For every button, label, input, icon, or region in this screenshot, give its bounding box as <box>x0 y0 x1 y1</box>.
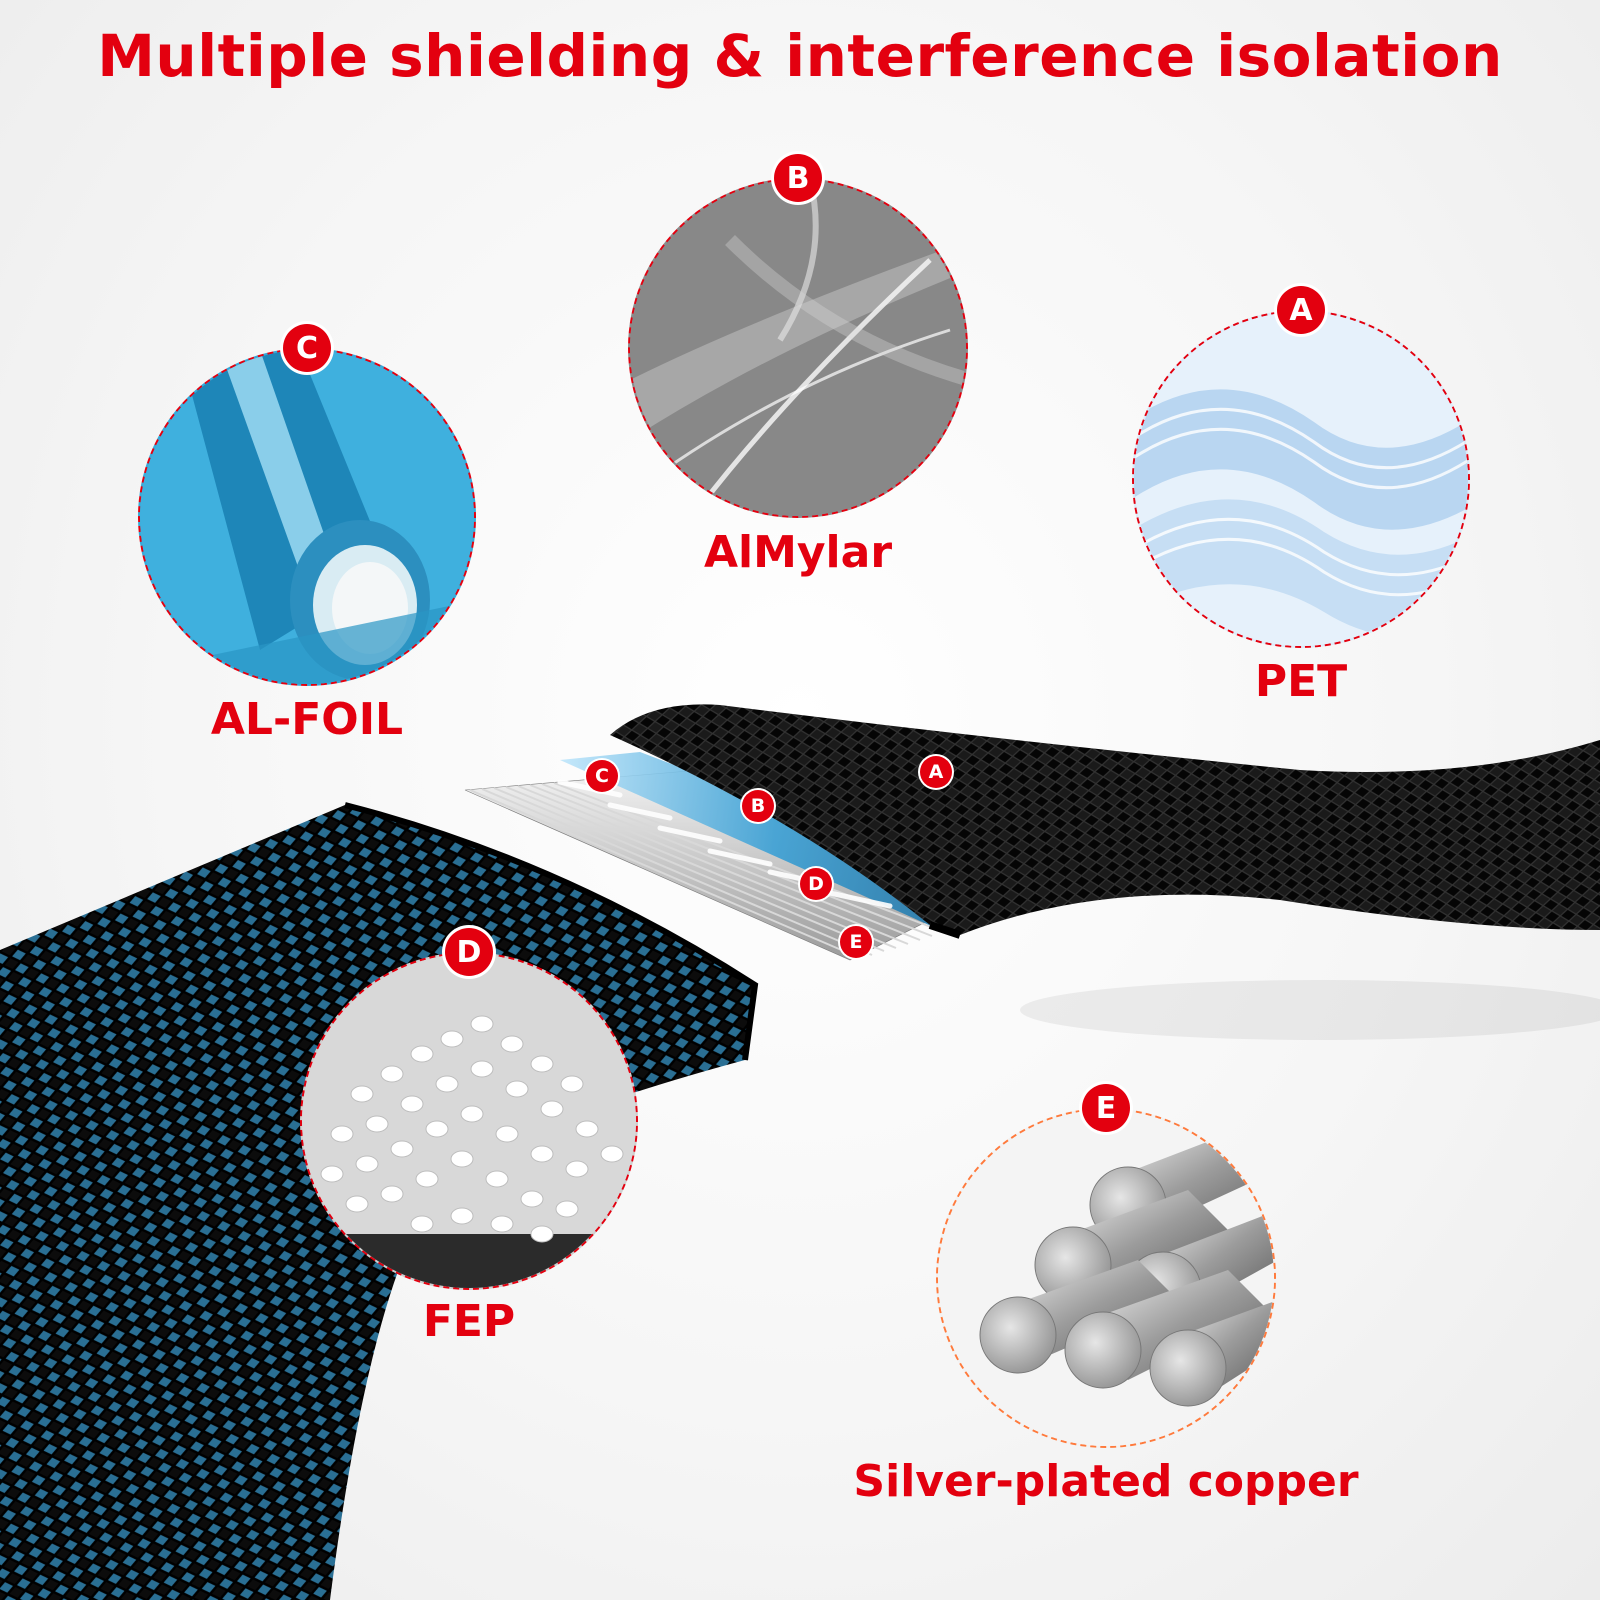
alfoil-label: AL-FOIL <box>210 694 404 745</box>
copper-badge: E <box>1082 1084 1130 1132</box>
fep-badge: D <box>445 928 493 976</box>
cable-marker-a: A <box>920 756 952 788</box>
alfoil-circle <box>138 348 476 686</box>
fep-circle <box>300 952 638 1290</box>
pellets-illustration-icon <box>302 954 636 1288</box>
pet-badge: A <box>1277 286 1325 334</box>
almylar-badge: B <box>774 154 822 202</box>
foil-roll-illustration-icon <box>140 350 474 684</box>
copper-circle <box>936 1108 1276 1448</box>
almylar-circle <box>628 178 968 518</box>
pet-braid-illustration-icon <box>1134 312 1468 646</box>
cable-marker-c: C <box>586 760 618 792</box>
pet-label: PET <box>1254 656 1348 707</box>
copper-label: Silver-plated copper <box>853 1456 1359 1507</box>
almylar-label: AlMylar <box>703 527 893 578</box>
cable-marker-e: E <box>840 926 872 958</box>
transparent-film-illustration-icon <box>630 180 966 516</box>
cable-marker-b: B <box>742 790 774 822</box>
upper-braid <box>610 704 1600 935</box>
pet-circle <box>1132 310 1470 648</box>
fep-label: FEP <box>422 1296 516 1347</box>
alfoil-badge: C <box>283 324 331 372</box>
metal-rods-illustration-icon <box>938 1110 1274 1446</box>
page-title: Multiple shielding & interference isolat… <box>97 22 1503 90</box>
cable-marker-d: D <box>800 868 832 900</box>
